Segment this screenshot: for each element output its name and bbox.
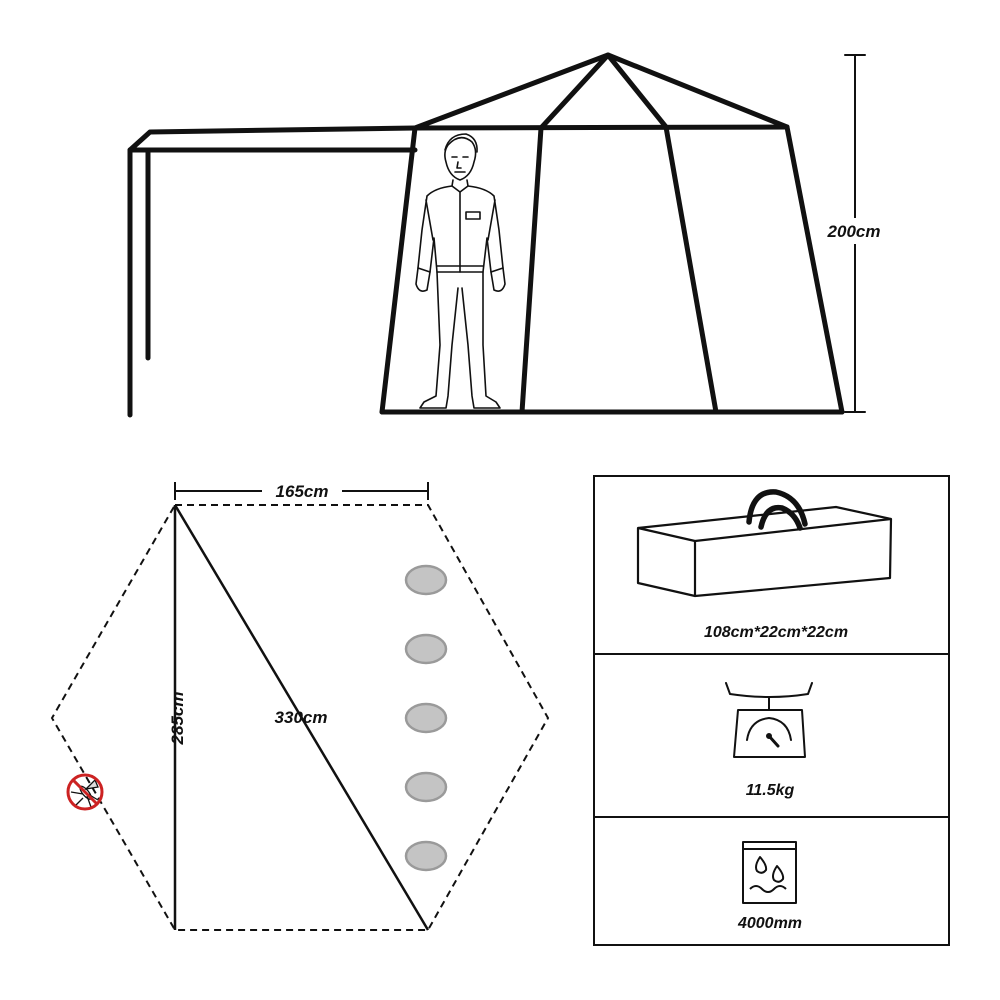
sleeping-bag [404, 633, 448, 665]
waterproof-label: 4000mm [737, 915, 802, 932]
person-figure [415, 133, 506, 409]
package-size-label: 108cm*22cm*22cm [704, 624, 848, 641]
sleeping-bag [404, 771, 448, 803]
height-label-bg [818, 218, 890, 244]
sleeping-bag-hood [404, 840, 448, 872]
floor-plan: 165cm 285cm 330cm [50, 478, 550, 931]
width-label-bg [262, 478, 342, 502]
sleeping-bag-hood [404, 564, 448, 596]
carry-bag-icon [636, 489, 893, 598]
depth-label: 285cm [168, 692, 187, 746]
sleeping-bag [404, 702, 448, 734]
tent-side-view [127, 52, 866, 418]
sleeping-bag [404, 840, 448, 872]
scale-icon [725, 682, 813, 758]
tent-roof [412, 52, 790, 131]
height-label: 200cm [827, 222, 881, 241]
weight-label: 11.5kg [746, 782, 795, 799]
sleeping-bag-hood [404, 633, 448, 665]
sleeping-bag [404, 564, 448, 596]
diagonal-label: 330cm [275, 708, 328, 727]
specs-panel: 108cm*22cm*22cm 11.5kg 4000mm [593, 475, 950, 946]
sleeping-bags [404, 564, 448, 872]
width-label: 165cm [276, 482, 329, 501]
sleeping-bag-hood [404, 702, 448, 734]
awning [127, 125, 418, 418]
no-mosquito-icon [66, 773, 104, 811]
diagonal-line [173, 504, 430, 931]
specs-border [593, 475, 950, 946]
sleeping-bag-hood [404, 771, 448, 803]
floor-outline [50, 504, 550, 931]
water-column-icon [742, 841, 797, 904]
tent-walls [379, 124, 845, 415]
